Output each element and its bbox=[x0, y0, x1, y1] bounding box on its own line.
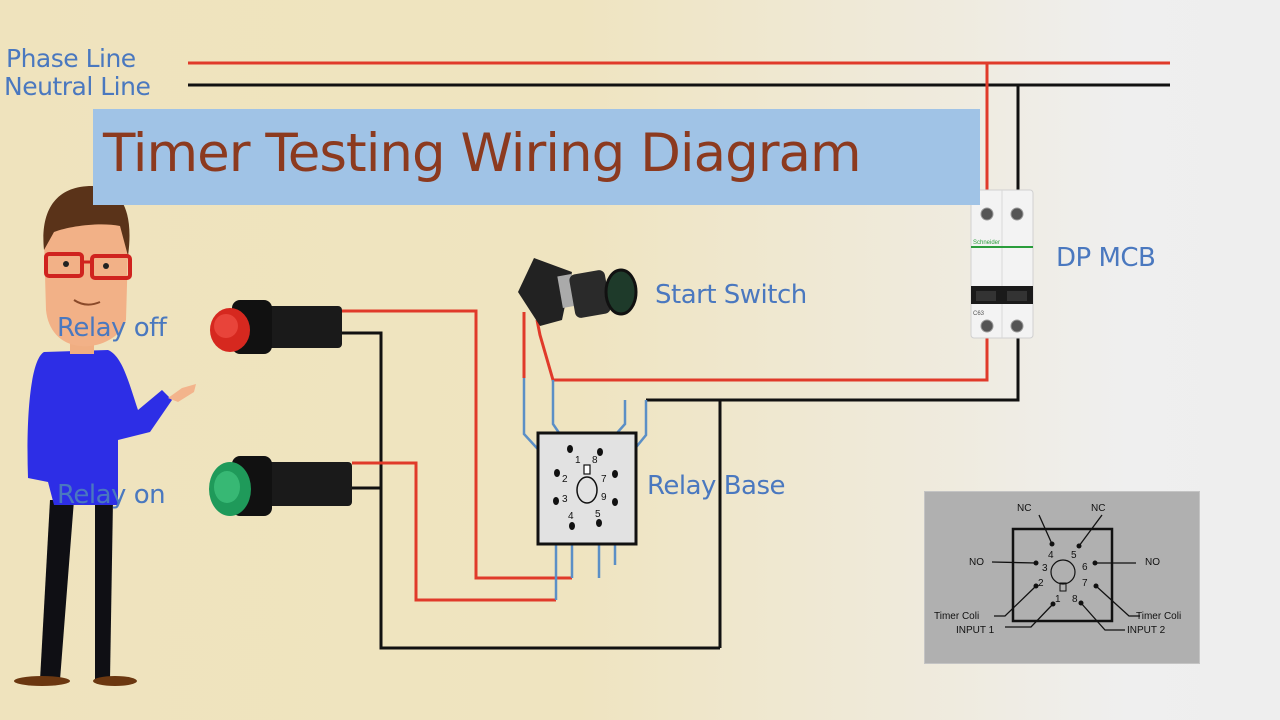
dp-mcb: Schneider C63 bbox=[970, 189, 1034, 339]
neutral-line-label: Neutral Line bbox=[4, 72, 151, 101]
phase-line-label: Phase Line bbox=[6, 44, 136, 73]
relay-pin-9: 9 bbox=[601, 492, 607, 503]
relay-pin-1: 1 bbox=[575, 455, 581, 466]
start-switch bbox=[518, 258, 638, 326]
relay-pin-4: 4 bbox=[568, 511, 574, 522]
reference-pinout-panel: 4 5 3 6 2 7 1 8 NC NC NO NO Timer Coli T… bbox=[924, 491, 1200, 664]
neutral-return bbox=[342, 331, 720, 650]
start-switch-label: Start Switch bbox=[655, 280, 807, 310]
phase-from-mcb bbox=[535, 319, 989, 382]
neutral-from-mcb bbox=[646, 325, 1020, 402]
mcb-rating: C63 bbox=[973, 311, 985, 317]
dp-mcb-label: DP MCB bbox=[1056, 243, 1156, 273]
ref-nc-right: NC bbox=[1091, 503, 1105, 514]
mcb-brand: Schneider bbox=[973, 240, 1000, 246]
relay-off-label: Relay off bbox=[57, 313, 167, 343]
ref-pin-2: 2 bbox=[1038, 578, 1044, 589]
relay-pin-7: 7 bbox=[601, 474, 607, 485]
relay-pin-8: 8 bbox=[592, 455, 598, 466]
red-lamp-wire bbox=[342, 309, 572, 580]
ref-nc-left: NC bbox=[1017, 503, 1031, 514]
red-indicator-lamp bbox=[210, 300, 342, 354]
presenter-character bbox=[14, 186, 196, 686]
ref-timer-coil-right: Timer Coli bbox=[1136, 611, 1181, 622]
relay-base: 1 2 3 4 5 7 8 9 bbox=[536, 431, 638, 546]
title-band: Timer Testing Wiring Diagram bbox=[93, 109, 980, 205]
ref-pin-8: 8 bbox=[1072, 594, 1078, 605]
page-title: Timer Testing Wiring Diagram bbox=[103, 123, 862, 184]
ref-pin-7: 7 bbox=[1082, 578, 1088, 589]
reference-pinout-diagram: 4 5 3 6 2 7 1 8 NC NC NO NO Timer Coli T… bbox=[934, 503, 1181, 636]
ref-pin-6: 6 bbox=[1082, 562, 1088, 573]
relay-pin-2: 2 bbox=[562, 474, 568, 485]
ref-timer-coil-left: Timer Coli bbox=[934, 611, 979, 622]
green-lamp-wire bbox=[352, 461, 556, 602]
ref-pin-4: 4 bbox=[1048, 550, 1054, 561]
relay-pin-5: 5 bbox=[595, 509, 601, 520]
ref-pin-5: 5 bbox=[1071, 550, 1077, 561]
ref-input-2: INPUT 2 bbox=[1127, 625, 1166, 636]
ref-no-right: NO bbox=[1145, 557, 1160, 568]
relay-base-label: Relay Base bbox=[647, 471, 786, 501]
ref-pin-1: 1 bbox=[1055, 594, 1061, 605]
relay-pin-3: 3 bbox=[562, 494, 568, 505]
ref-input-1: INPUT 1 bbox=[956, 625, 995, 636]
ref-no-left: NO bbox=[969, 557, 984, 568]
relay-on-label: Relay on bbox=[57, 480, 166, 510]
green-indicator-lamp bbox=[209, 456, 352, 516]
ref-pin-3: 3 bbox=[1042, 563, 1048, 574]
